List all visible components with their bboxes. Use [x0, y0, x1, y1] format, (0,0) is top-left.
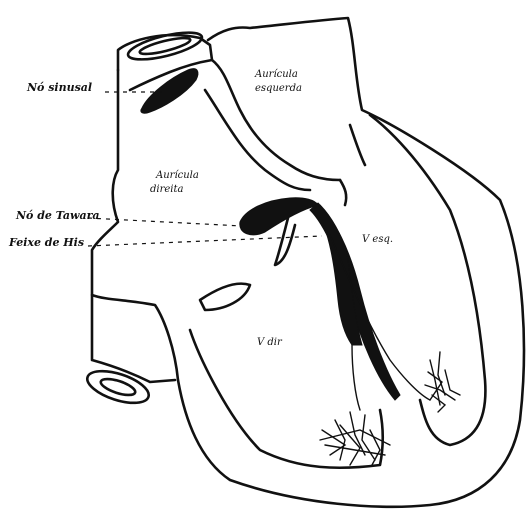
purkinje-fibers-right: [320, 412, 390, 465]
bundle-of-his-left: [310, 203, 400, 400]
right-atrium-wall: [205, 90, 310, 190]
label-left-ventricle: V esq.: [362, 234, 393, 245]
inferior-vena-cava: [92, 295, 175, 382]
label-right-atrium-2: direita: [150, 184, 184, 195]
label-sinus-node: Nó sinusal: [26, 81, 92, 94]
av-node: [240, 198, 318, 235]
valve-right: [200, 284, 250, 310]
left-ventricle-inner: [370, 115, 485, 445]
purkinje-right-branch: [352, 345, 360, 410]
leader-av-node: [88, 218, 242, 226]
label-av-node: Nó de Tawara: [15, 209, 100, 222]
purkinje-fibers-left: [425, 352, 460, 412]
leader-his: [88, 236, 322, 246]
left-atrium-curve: [340, 180, 346, 205]
sinus-node: [141, 69, 198, 113]
label-right-atrium-1: Aurícula: [155, 170, 199, 181]
vena-cava-opening: [126, 27, 205, 65]
label-left-atrium-2: esquerda: [255, 83, 302, 94]
label-right-ventricle: V dir: [257, 337, 283, 348]
left-atrium-wall: [350, 125, 365, 165]
inferior-vena-cava-opening: [84, 365, 153, 410]
label-left-atrium-1: Aurícula: [254, 69, 298, 80]
right-ventricle-inner: [190, 330, 383, 468]
label-bundle-of-his: Feixe de His: [8, 236, 84, 249]
